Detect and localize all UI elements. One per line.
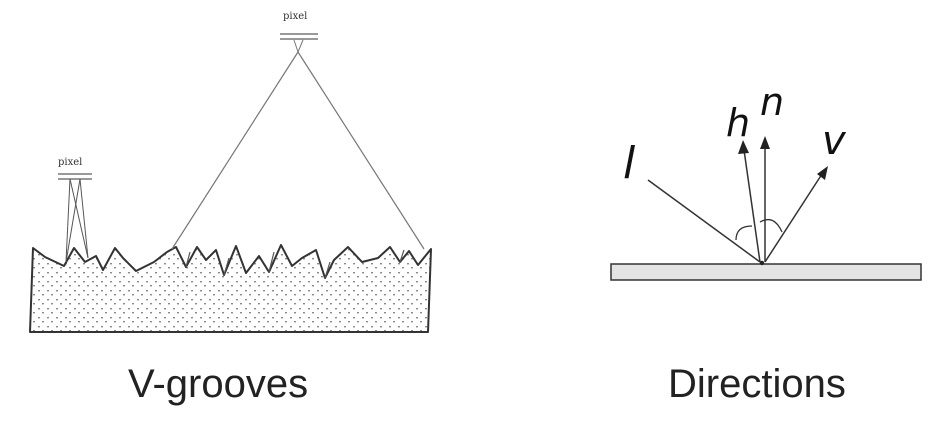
angle-arc-n-v	[759, 218, 783, 233]
h-vector-label: h	[726, 101, 751, 145]
n-vector-label: n	[760, 80, 785, 124]
v-arrowhead	[817, 166, 828, 180]
incidence-point	[759, 260, 765, 266]
v-vector-label: v	[822, 118, 846, 164]
v-grooves-diagram	[29, 33, 432, 333]
h-arrowhead	[738, 140, 749, 154]
h-vector	[743, 149, 761, 263]
l-vector-label: l	[623, 138, 636, 189]
small-pixel-footprint	[58, 173, 92, 263]
n-arrowhead	[760, 136, 770, 149]
large-pixel-footprint	[171, 33, 425, 250]
directions-caption: Directions	[668, 362, 846, 406]
large-pixel-label: pixel	[283, 11, 308, 22]
angle-arc-l-h	[735, 225, 753, 241]
rough-surface	[29, 244, 432, 333]
v-grooves-caption: V-grooves	[128, 362, 309, 406]
small-pixel-label: pixel	[58, 157, 83, 168]
flat-surface	[610, 263, 922, 281]
surface-inner-ridges	[185, 249, 405, 279]
directions-diagram	[610, 136, 922, 281]
l-vector	[647, 179, 761, 263]
v-vector	[764, 173, 823, 263]
